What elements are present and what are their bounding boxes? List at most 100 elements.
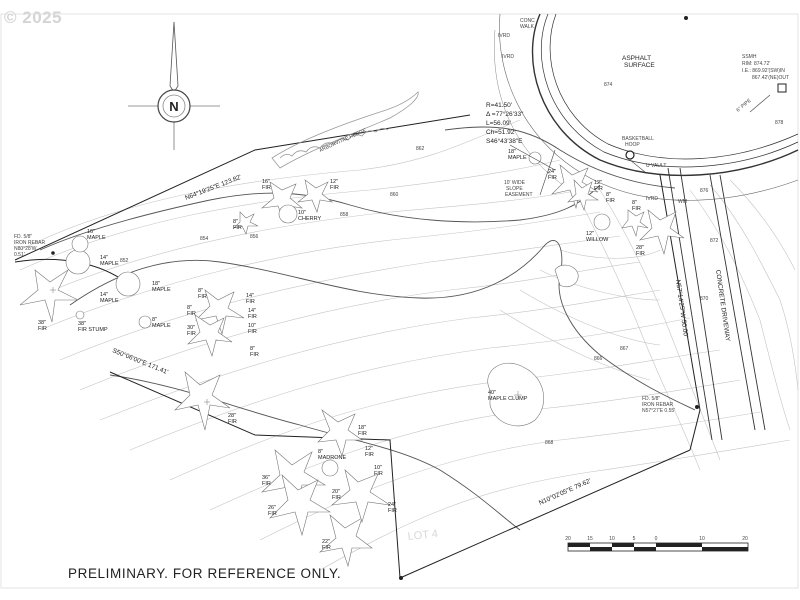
tree-label-size: 10"	[248, 323, 256, 329]
tree-26-fir-icon	[269, 474, 332, 537]
arborvitae-hedge	[271, 91, 419, 169]
tree-label-size: 10"	[374, 465, 382, 471]
contour-label-860: 860	[390, 192, 399, 198]
tree-label-size: 8"	[152, 317, 157, 323]
scale-label-5: 5	[633, 536, 636, 542]
tree-label-species: FIR	[248, 314, 257, 320]
tree-12-fir-east-icon	[567, 179, 600, 212]
tree-label-species: FIR	[548, 175, 557, 181]
tree-20-fir-icon	[331, 469, 391, 524]
label-bearing-n64: N64°19'25"E 123.82'	[184, 173, 243, 202]
tree-label-species: FIR	[358, 431, 367, 437]
tree-label-size: 8"	[318, 449, 323, 455]
tree-label-size: 38"	[78, 321, 86, 327]
tree-12-fir-icon	[296, 179, 334, 213]
tree-label-species: FIR	[330, 185, 339, 191]
tree-label-species: FIR	[268, 511, 277, 517]
graphic-scale	[567, 542, 749, 552]
contour-label-874: 874	[604, 82, 613, 88]
tree-28-fir-east-icon	[639, 209, 685, 256]
tree-label-size: 16"	[87, 229, 95, 235]
label-wm: WM	[678, 199, 687, 205]
label-pipe: 6" PIPE	[735, 97, 753, 113]
scale-label-10-right: 10	[699, 536, 705, 542]
tree-label-species: FIR	[594, 186, 603, 192]
label-conc-1: CONC	[520, 18, 535, 24]
tree-label-size: 22"	[322, 539, 330, 545]
contour-label-867: 867	[620, 346, 629, 352]
tree-label-species: FIR	[187, 311, 196, 317]
contour-label-858: 858	[340, 212, 349, 218]
tree-label-size: 8"	[250, 346, 255, 352]
tree-label-species: MAPLE	[100, 261, 119, 267]
tree-label-size: 20"	[332, 489, 340, 495]
label-irb-w-4: 0.51'	[14, 252, 25, 258]
scale-label-15: 15	[587, 536, 593, 542]
tree-label-size: 8"	[606, 192, 611, 198]
tree-label-size: 14"	[248, 308, 256, 314]
tree-clump-small-icon	[554, 264, 579, 288]
tree-labels: 16" FIR 12" FIR 10" CHERRY 8" FIR 16" MA…	[38, 149, 645, 551]
label-bearing-s50: S50°06'00"E 171.41'	[111, 346, 169, 376]
contour-label-852: 852	[120, 258, 129, 264]
label-ie2: 867.42'(NE)OUT	[752, 75, 789, 81]
north-letter: N	[169, 99, 178, 114]
tree-centers	[50, 287, 522, 405]
tree-label-species: FIR	[332, 495, 341, 501]
tree-label-size: 24"	[548, 169, 556, 175]
tree-18-fir-icon	[317, 409, 363, 458]
tree-label-species: MAPLE	[152, 287, 171, 293]
tree-label-size: 14"	[246, 293, 254, 299]
scale-label-20-right: 20	[742, 536, 748, 542]
tree-label-species: FIR	[246, 299, 255, 305]
tree-label-size: 8"	[233, 219, 238, 225]
tree-label-size: 10"	[298, 210, 306, 216]
tree-label-species: FIR	[365, 452, 374, 458]
tree-8-madrone-icon	[321, 459, 339, 477]
label-hoop-1: BASKETBALL	[622, 136, 654, 142]
label-lot: LOT 4	[407, 528, 438, 543]
contour-label-872: 872	[710, 238, 719, 244]
tree-symbols	[19, 151, 685, 568]
tree-label-species: FIR	[262, 185, 271, 191]
copyright-watermark: © 2025	[4, 8, 63, 27]
label-curve-bearing: S46°43'38"E	[486, 137, 523, 145]
label-curve-delta: Δ =77°26'33"	[486, 110, 524, 118]
label-curve-l: L=56.09'	[486, 120, 511, 127]
tree-label-size: 36"	[262, 475, 270, 481]
tree-label-species: FIR	[248, 329, 257, 335]
label-irb-w-3: N80°28'W	[14, 246, 37, 252]
tree-label-size: 8"	[632, 200, 637, 206]
label-irb-w-2: IRON REBAR	[14, 240, 46, 246]
label-ivrd-2: IVRD	[502, 54, 514, 60]
label-curve-ch: Ch=51.92'	[486, 129, 516, 136]
tree-label-species: FIR	[233, 225, 242, 231]
tree-16-maple-icon	[71, 235, 89, 253]
label-rim: RIM: 874.72'	[742, 61, 770, 67]
tree-label-size: 8"	[187, 305, 192, 311]
contour-label-854: 854	[200, 236, 209, 242]
tree-label-size: 18"	[508, 149, 516, 155]
tree-label-size: 12"	[586, 231, 594, 237]
tree-label-species: MAPLE	[87, 235, 106, 241]
north-arrow: N	[128, 21, 220, 150]
label-ivrd-1: IVRD	[498, 33, 510, 39]
contour-label-866: 866	[594, 356, 603, 362]
tree-8-maple-icon	[138, 315, 152, 329]
tree-label-species: FIR	[322, 545, 331, 551]
tree-label-size: 12"	[330, 179, 338, 185]
survey-points	[51, 16, 787, 580]
label-ie1: I.E.: 869.92'(SW)IN	[742, 68, 785, 74]
tree-38-fir-stump-icon	[75, 310, 85, 320]
tree-label-species: FIR STUMP	[78, 327, 108, 333]
contour-label-876: 876	[700, 188, 709, 194]
tree-label-size: 26"	[268, 505, 276, 511]
scale-label-20-left: 20	[565, 536, 571, 542]
tree-label-species: MADRONE	[318, 455, 346, 461]
tree-label-size: 38"	[38, 320, 46, 326]
tree-12-willow-icon	[593, 213, 611, 231]
contour-label-870: 870	[700, 296, 709, 302]
scale-label-0: 0	[655, 536, 658, 542]
label-conc-2: WALK	[520, 24, 535, 30]
